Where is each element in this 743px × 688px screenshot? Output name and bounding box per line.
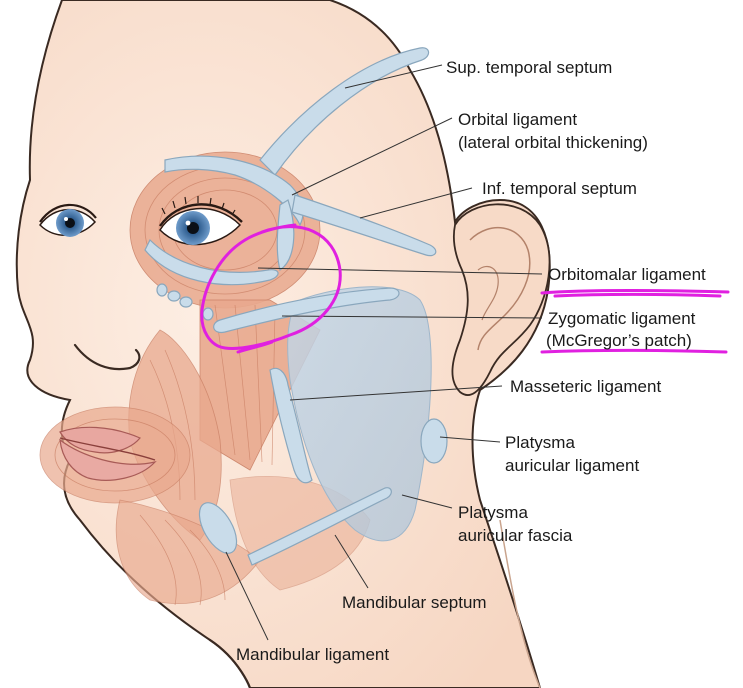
- label-sup-temporal-septum: Sup. temporal septum: [446, 58, 613, 77]
- label-inf-temporal-septum: Inf. temporal septum: [482, 179, 637, 198]
- annotation-underline-zygomatic: [540, 349, 728, 354]
- annotation-underline-orbitomalar: [540, 289, 730, 295]
- label-masseteric-ligament: Masseteric ligament: [510, 377, 662, 396]
- chin-muscles: [115, 499, 261, 604]
- annotation-circle: [200, 223, 342, 350]
- masseteric-ligament-shape: [269, 367, 313, 484]
- zygomatic-ligament-shape: [213, 287, 400, 334]
- orbital-ligament-shape: [164, 155, 304, 227]
- sup-temporal-septum-shape: [259, 47, 430, 176]
- nose-and-lips: [59, 343, 157, 481]
- label-orbital-ligament: Orbital ligament: [458, 110, 578, 129]
- annotation-tail: [236, 340, 274, 354]
- label-orbitomalar-ligament: Orbitomalar ligament: [548, 265, 706, 284]
- orbitomalar-ligament-shape: [144, 238, 279, 286]
- label-orbital-ligament-sub: (lateral orbital thickening): [458, 133, 648, 152]
- eye-right: [159, 196, 243, 246]
- eye-left: [39, 203, 97, 237]
- label-zygomatic-ligament: Zygomatic ligament: [548, 309, 696, 328]
- ligaments: [144, 47, 448, 566]
- leader-lines: [225, 64, 543, 641]
- label-mandibular-septum: Mandibular septum: [342, 593, 487, 612]
- label-mandibular-ligament: Mandibular ligament: [236, 645, 390, 664]
- inf-temporal-septum-shape: [291, 194, 437, 257]
- label-zygomatic-ligament-sub: (McGregor’s patch): [546, 331, 692, 350]
- ear: [451, 203, 551, 396]
- label-platysma-auricular-fascia-2: auricular fascia: [458, 526, 573, 545]
- orbicularis-oris-muscle: [39, 406, 191, 504]
- label-platysma-auricular-ligament-2: auricular ligament: [505, 456, 640, 475]
- label-platysma-auricular-fascia-1: Platysma: [458, 503, 528, 522]
- platysma-auricular-ligament-shape: [420, 418, 448, 464]
- annotation-marks: [200, 223, 730, 354]
- mandibular-ligament-shape: [198, 502, 238, 554]
- platysma-auricular-fascia-shape: [287, 286, 432, 542]
- label-platysma-auricular-ligament-1: Platysma: [505, 433, 575, 452]
- mandibular-septum-shape: [247, 487, 392, 566]
